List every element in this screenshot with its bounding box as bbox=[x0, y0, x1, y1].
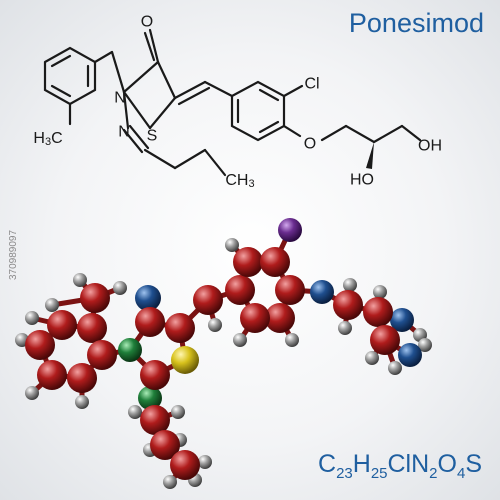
atom-sphere-o bbox=[310, 280, 334, 304]
atom-sphere-h bbox=[171, 405, 185, 419]
atom-spheres bbox=[15, 218, 432, 489]
atom-sphere-h bbox=[208, 318, 222, 332]
atom-sphere-h bbox=[45, 298, 59, 312]
atom-sphere-cl bbox=[278, 218, 302, 242]
atom-sphere-c bbox=[165, 313, 195, 343]
atom-sphere-o bbox=[398, 343, 422, 367]
atom-sphere-h bbox=[25, 386, 39, 400]
thiazolidinone-ring bbox=[110, 28, 227, 177]
atom-sphere-c bbox=[363, 297, 393, 327]
atom-sphere-c bbox=[370, 325, 400, 355]
formula-subscript: 23 bbox=[336, 465, 353, 482]
atom-sphere-h bbox=[365, 351, 379, 365]
atom-chlorine: Cl bbox=[304, 76, 319, 93]
compound-title: Ponesimod bbox=[348, 8, 484, 38]
formula-subscript: 4 bbox=[456, 465, 466, 482]
atom-sphere-h bbox=[198, 455, 212, 469]
atom-sphere-h bbox=[113, 281, 127, 295]
skeletal-structure: O N S N Cl O OH HO H3C CH3 bbox=[33, 14, 442, 191]
atom-sphere-s bbox=[171, 346, 199, 374]
atom-hydroxyl-end: OH bbox=[418, 138, 442, 155]
formula-element: H bbox=[352, 450, 371, 478]
atom-sphere-h bbox=[418, 338, 432, 352]
chlorophenyl-ring bbox=[230, 80, 304, 142]
atom-sphere-c bbox=[135, 307, 165, 337]
formula-element: S bbox=[465, 450, 482, 478]
formula-element: C bbox=[318, 450, 337, 478]
atom-oxygen-ether: O bbox=[304, 136, 316, 153]
atom-sphere-c bbox=[170, 450, 200, 480]
atom-sphere-h bbox=[233, 333, 247, 347]
atom-sphere-c bbox=[140, 405, 170, 435]
atom-sphere-h bbox=[343, 278, 357, 292]
formula-element: O bbox=[437, 450, 457, 478]
atom-sphere-h bbox=[128, 405, 142, 419]
benzylidene-linker bbox=[173, 80, 234, 106]
atom-nitrogen-imine: N bbox=[118, 124, 130, 141]
atom-sphere-c bbox=[47, 310, 77, 340]
atom-sphere-c bbox=[265, 303, 295, 333]
atom-sphere-h bbox=[73, 273, 87, 287]
atom-sphere-c bbox=[67, 363, 97, 393]
atom-sphere-o bbox=[135, 285, 161, 311]
atom-sphere-c bbox=[150, 430, 180, 460]
bond-sticks bbox=[19, 227, 428, 485]
atom-sphere-o bbox=[390, 308, 414, 332]
atom-oxygen-carbonyl: O bbox=[141, 14, 153, 31]
atom-sphere-c bbox=[260, 247, 290, 277]
atom-sphere-h bbox=[285, 333, 299, 347]
atom-sphere-h bbox=[388, 361, 402, 375]
atom-sphere-h bbox=[373, 285, 387, 299]
atom-sphere-c bbox=[233, 247, 263, 277]
formula-element: ClN bbox=[387, 450, 430, 478]
atom-sphere-c bbox=[77, 313, 107, 343]
atom-sphere-c bbox=[225, 275, 255, 305]
atom-sulfur-ring: S bbox=[147, 128, 158, 145]
atom-sphere-h bbox=[75, 395, 89, 409]
atom-sphere-n bbox=[118, 338, 142, 362]
atom-sphere-h bbox=[25, 311, 39, 325]
atom-nitrogen-ring: N bbox=[114, 90, 126, 107]
toluene-ring bbox=[43, 46, 114, 126]
atom-sphere-h bbox=[225, 238, 239, 252]
atom-methyl-propyl: CH3 bbox=[225, 172, 254, 191]
atom-sphere-c bbox=[240, 303, 270, 333]
atom-sphere-c bbox=[140, 360, 170, 390]
atom-sphere-h bbox=[163, 475, 177, 489]
formula-subscript: 2 bbox=[429, 465, 438, 482]
atom-sphere-c bbox=[25, 330, 55, 360]
atom-sphere-c bbox=[80, 283, 110, 313]
atom-hydroxyl-mid: HO bbox=[350, 172, 374, 189]
atom-sphere-h bbox=[338, 321, 352, 335]
atom-sphere-c bbox=[193, 285, 223, 315]
atom-methyl-toluene: H3C bbox=[33, 130, 62, 149]
atom-sphere-c bbox=[87, 340, 117, 370]
atom-sphere-c bbox=[275, 275, 305, 305]
atom-sphere-n bbox=[138, 386, 162, 410]
stock-id: 370989097 bbox=[8, 229, 19, 280]
atom-sphere-c bbox=[37, 360, 67, 390]
atom-sphere-c bbox=[333, 290, 363, 320]
glycerol-chain bbox=[320, 124, 422, 169]
formula-subscript: 25 bbox=[370, 465, 388, 482]
molecular-formula: C23H25ClN2O4S bbox=[318, 450, 482, 482]
